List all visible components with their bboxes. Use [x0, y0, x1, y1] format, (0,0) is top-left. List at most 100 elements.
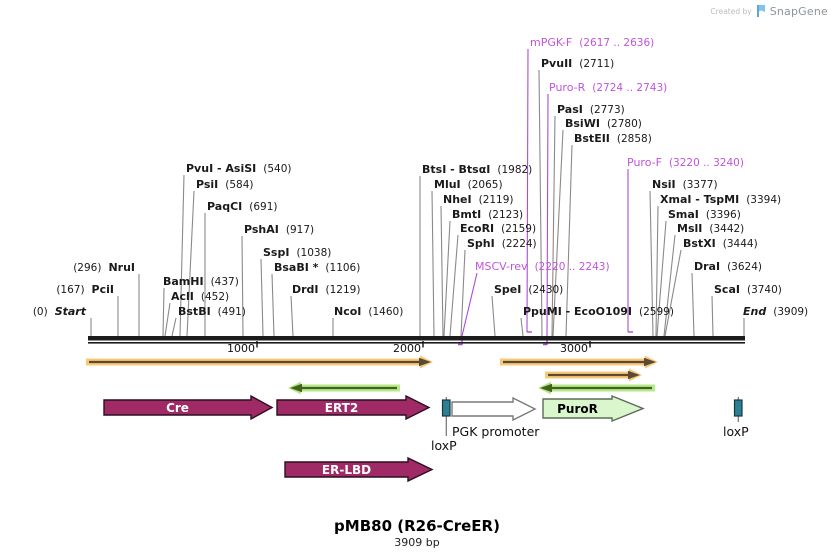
site-name: Puro-F	[627, 156, 662, 169]
site-name: SpeI	[494, 283, 522, 296]
primer-label-MSCVrev[interactable]: MSCV-rev(2220 .. 2243)	[475, 260, 610, 274]
site-position: (2220 .. 2243)	[534, 261, 610, 273]
site-label-XmaITspMI[interactable]: XmaI - TspMI(3394)	[660, 193, 781, 207]
site-name: BstBI	[178, 305, 211, 318]
created-by-text: Created by	[710, 6, 752, 16]
site-label-BamHI[interactable]: BamHI(437)	[163, 275, 239, 289]
site-name: NsiI	[652, 178, 676, 191]
site-label-PaqCI[interactable]: PaqCI(691)	[207, 200, 277, 214]
feature-puror[interactable]	[542, 394, 645, 423]
feature-pgk-promoter[interactable]	[451, 396, 537, 422]
site-name: NcoI	[334, 305, 362, 318]
primer-line-MSCVrev	[461, 272, 478, 337]
feature-loxp[interactable]	[441, 399, 451, 417]
site-line-BstXI	[664, 249, 682, 337]
site-label-PpuMIEcoO109I[interactable]: PpuMI - EcoO109I(2599)	[523, 305, 674, 319]
site-name: Puro-R	[549, 81, 586, 94]
site-line-NheI	[440, 205, 444, 337]
site-line-PvuIAsiSI	[179, 174, 185, 337]
site-name: BmtI	[452, 208, 482, 221]
site-name: DrdI	[292, 283, 319, 296]
site-position: (2773)	[589, 104, 625, 116]
site-position: (3377)	[682, 179, 718, 191]
site-line-SspI	[260, 258, 264, 337]
site-label-End[interactable]: End(3909)	[743, 305, 808, 319]
site-position: (2617 .. 2636)	[579, 37, 655, 49]
site-position: (0)	[32, 306, 48, 318]
site-label-NheI[interactable]: NheI(2119)	[443, 193, 514, 207]
site-label-MslI[interactable]: MslI(3442)	[677, 222, 744, 236]
site-label-BsaBI[interactable]: BsaBI *(1106)	[274, 261, 360, 275]
site-label-PciI[interactable]: (167)PciI	[56, 283, 114, 297]
site-label-NruI[interactable]: (296)NruI	[73, 261, 135, 275]
feature-loxp[interactable]	[733, 399, 743, 417]
site-label-BsiWI[interactable]: BsiWI (2780)	[565, 117, 642, 131]
site-position: (1106)	[325, 262, 361, 274]
site-position: (584)	[225, 179, 254, 191]
site-label-PasI[interactable]: PasI(2773)	[557, 103, 625, 117]
site-line-BmtI	[443, 220, 451, 337]
site-position: (2065)	[467, 179, 503, 191]
site-name: SspI	[263, 246, 290, 259]
site-name: BamHI	[163, 275, 204, 288]
site-label-MluI[interactable]: MluI(2065)	[434, 178, 503, 192]
feature-er-lbd[interactable]	[284, 456, 434, 483]
snapgene-flag-icon	[756, 5, 765, 17]
site-name: PaqCI	[207, 200, 243, 213]
site-label-EcoRI[interactable]: EcoRI(2159)	[460, 222, 536, 236]
site-label-NcoI[interactable]: NcoI (1460)	[334, 305, 403, 319]
site-label-DraI[interactable]: DraI(3624)	[694, 260, 762, 274]
site-label-BstBI[interactable]: BstBI(491)	[178, 305, 246, 319]
feature-ert2[interactable]	[276, 394, 431, 421]
site-name: End	[743, 305, 767, 318]
feature-er-lbd-label: ER-LBD	[321, 462, 372, 477]
site-label-BmtI[interactable]: BmtI(2123)	[452, 208, 523, 222]
site-line-PpuMIEcoO109I	[520, 317, 524, 337]
site-label-SpeI[interactable]: SpeI(2430)	[494, 283, 563, 297]
site-name: BsiWI	[565, 117, 600, 130]
primer-label-PuroR[interactable]: Puro-R (2724 .. 2743)	[549, 81, 667, 95]
site-label-DrdI[interactable]: DrdI(1219)	[292, 283, 360, 297]
site-name: BstEII	[574, 132, 610, 145]
site-label-PvuIAsiSI[interactable]: PvuI - AsiSI(540)	[186, 162, 291, 176]
primer-label-mPGKF[interactable]: mPGK-F (2617 .. 2636)	[530, 36, 654, 50]
site-label-Start[interactable]: (0)Start	[33, 305, 86, 319]
site-line-BsiWI	[552, 129, 564, 337]
site-label-BstEII[interactable]: BstEII (2858)	[574, 132, 652, 146]
site-label-PvuII[interactable]: PvuII(2711)	[541, 57, 614, 71]
site-label-PsiI[interactable]: PsiI(584)	[196, 178, 254, 192]
site-label-SphI[interactable]: SphI(2224)	[467, 237, 537, 251]
site-position: (540)	[263, 163, 292, 175]
primer-label-PuroF[interactable]: Puro-F(3220 .. 3240)	[627, 156, 744, 170]
site-position: (452)	[200, 291, 230, 303]
site-line-XmaITspMI	[655, 205, 659, 337]
feature-ert2-label: ERT2	[324, 400, 359, 415]
site-name: PpuMI - EcoO109I	[523, 305, 633, 318]
site-name: AclI	[171, 290, 194, 303]
site-position: (2724 .. 2743)	[592, 82, 668, 94]
site-line-BsaBI	[271, 273, 275, 337]
site-name: mPGK-F	[530, 36, 573, 49]
site-label-ScaI[interactable]: ScaI(3740)	[714, 283, 782, 297]
site-label-BstXI[interactable]: BstXI(3444)	[683, 237, 758, 251]
site-label-AclI[interactable]: AclI (452)	[171, 290, 229, 304]
site-line-PshAI	[241, 235, 244, 337]
site-label-SspI[interactable]: SspI(1038)	[263, 246, 331, 260]
site-position: (1460)	[368, 306, 404, 318]
site-label-PshAI[interactable]: PshAI(917)	[244, 223, 314, 237]
orf-arrow-3-head	[628, 370, 640, 380]
site-line-SpeI	[491, 295, 496, 337]
site-label-NsiI[interactable]: NsiI (3377)	[652, 178, 718, 192]
plasmid-length: 3909 bp	[394, 536, 440, 549]
orf-arrow-5-head	[540, 383, 552, 393]
site-line-AclI	[164, 302, 171, 337]
pgk-promoter-label: PGK promoter	[452, 424, 540, 439]
site-position: (2224)	[501, 238, 537, 250]
site-label-BtsIBtsI[interactable]: BtsI - BtsαI(1982)	[422, 163, 532, 177]
site-position: (2780)	[606, 118, 642, 130]
site-line-SmaI	[656, 220, 667, 337]
feature-cre[interactable]	[103, 394, 274, 421]
site-position: (2119)	[478, 194, 514, 206]
site-position: (2858)	[616, 133, 652, 145]
site-label-SmaI[interactable]: SmaI(3396)	[668, 208, 741, 222]
